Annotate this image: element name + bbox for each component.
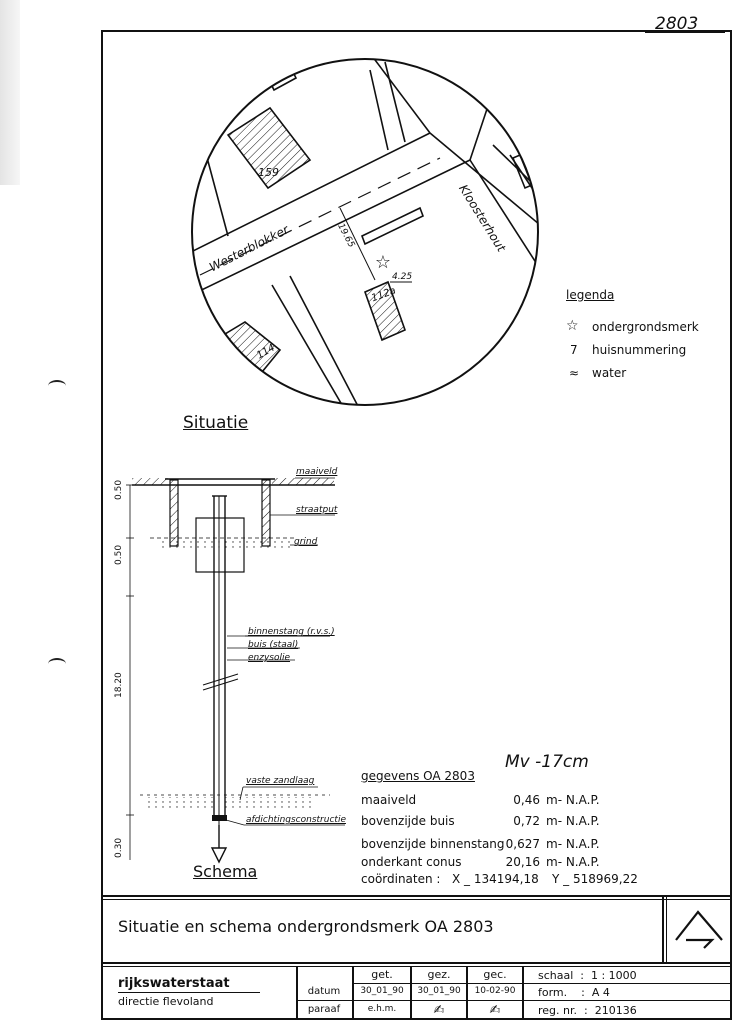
depth-label: 0.50 <box>114 544 124 565</box>
label-enzysolie: enzysolie <box>248 653 291 663</box>
org-name: rijkswaterstaat <box>118 976 230 991</box>
legend-label: huisnummering <box>592 343 687 357</box>
col-head: gez. <box>427 968 451 981</box>
table-line <box>352 966 354 1020</box>
org-dept: directie flevoland <box>118 995 214 1008</box>
label-afdichting: afdichtingsconstructie <box>246 815 346 825</box>
table-line <box>522 983 732 984</box>
punch-hole-mark <box>48 380 66 392</box>
table-line <box>101 966 732 967</box>
gegevens-value: 0,72 <box>513 814 540 828</box>
titleblock-divider <box>101 962 732 964</box>
titleblock-divider <box>666 897 667 962</box>
table-line <box>522 1000 732 1001</box>
gegevens-value: 0,46 <box>513 793 540 807</box>
legend-title: legenda <box>566 288 615 302</box>
row-label-paraaf: paraaf <box>307 1004 341 1015</box>
scan-shadow <box>0 0 20 185</box>
punch-hole-mark <box>48 658 66 670</box>
gegevens-label: bovenzijde buis <box>361 814 455 828</box>
coord-y: Y _ 518969,22 <box>552 872 638 886</box>
schaal: schaal : 1 : 1000 <box>538 969 637 982</box>
label-vaste-zandlaag: vaste zandlaag <box>246 776 315 786</box>
table-line <box>466 966 468 1020</box>
page-number-underline <box>645 32 725 33</box>
signature-icon: ✍ <box>433 1003 445 1018</box>
star-icon: ☆ <box>375 252 391 273</box>
situatie-map: ☆ <box>191 58 539 406</box>
depth-label: 0.50 <box>114 479 124 500</box>
page-number: 2803 <box>655 14 699 34</box>
table-line <box>296 1000 522 1001</box>
label-buis: buis (staal) <box>248 640 299 650</box>
gegevens-unit: m- N.A.P. <box>546 793 600 807</box>
gegevens-label: bovenzijde binnenstang <box>361 837 505 851</box>
table-line <box>296 966 298 1020</box>
schema-title: Schema <box>193 862 258 881</box>
table-line <box>410 966 412 1020</box>
col-datum: 30_01_90 <box>360 986 404 996</box>
legend-label: ondergrondsmerk <box>592 320 699 334</box>
house-number-icon: 7 <box>570 343 578 357</box>
gegevens-value: 0,627 <box>505 837 540 851</box>
titleblock-divider <box>101 899 732 900</box>
col-head: gec. <box>483 968 507 981</box>
star-icon: ☆ <box>566 318 579 334</box>
drawing-title: Situatie en schema ondergrondsmerk OA 28… <box>118 917 494 936</box>
coords-label: coördinaten : <box>361 872 441 886</box>
reg-nr: reg. nr. : 210136 <box>538 1004 637 1017</box>
gegevens-unit: m- N.A.P. <box>546 814 600 828</box>
gegevens-unit: m- N.A.P. <box>546 855 600 869</box>
schema-drawing <box>126 477 345 864</box>
label-grind: grind <box>294 537 318 547</box>
gegevens-label: onderkant conus <box>361 855 462 869</box>
form: form. : A 4 <box>538 986 610 999</box>
depth-label: 0.30 <box>114 837 124 858</box>
table-line <box>352 983 522 984</box>
label-maaiveld: maaiveld <box>296 467 338 477</box>
col-datum: 30_01_90 <box>417 986 461 996</box>
coord-x: X _ 134194,18 <box>452 872 539 886</box>
drawing-frame <box>101 30 732 1020</box>
house-number: 159 <box>258 166 279 179</box>
dimension-label: 4.25 <box>392 272 413 282</box>
situatie-title: Situatie <box>183 413 249 433</box>
signature-icon: ✍ <box>489 1003 501 1018</box>
table-line <box>522 966 524 1020</box>
legend-label: water <box>592 366 627 380</box>
col-datum: 10-02-90 <box>474 986 516 996</box>
rijkswaterstaat-logo <box>675 910 723 949</box>
handwritten-note: Mv -17cm <box>505 752 589 772</box>
gegevens-title: gegevens OA 2803 <box>361 769 475 783</box>
water-icon: ≈ <box>569 366 580 380</box>
col-paraaf: e.h.m. <box>367 1004 397 1014</box>
titleblock-divider <box>662 897 664 962</box>
depth-label: 18.20 <box>114 672 124 698</box>
org-underline <box>118 992 260 993</box>
gegevens-unit: m- N.A.P. <box>546 837 600 851</box>
gegevens-label: maaiveld <box>361 793 417 807</box>
label-straatput: straatput <box>296 505 338 515</box>
label-binnenstang: binnenstang (r.v.s.) <box>248 627 335 637</box>
titleblock-divider <box>101 895 732 897</box>
col-head: get. <box>371 968 393 981</box>
row-label-datum: datum <box>307 986 341 997</box>
gegevens-value: 20,16 <box>505 855 540 869</box>
